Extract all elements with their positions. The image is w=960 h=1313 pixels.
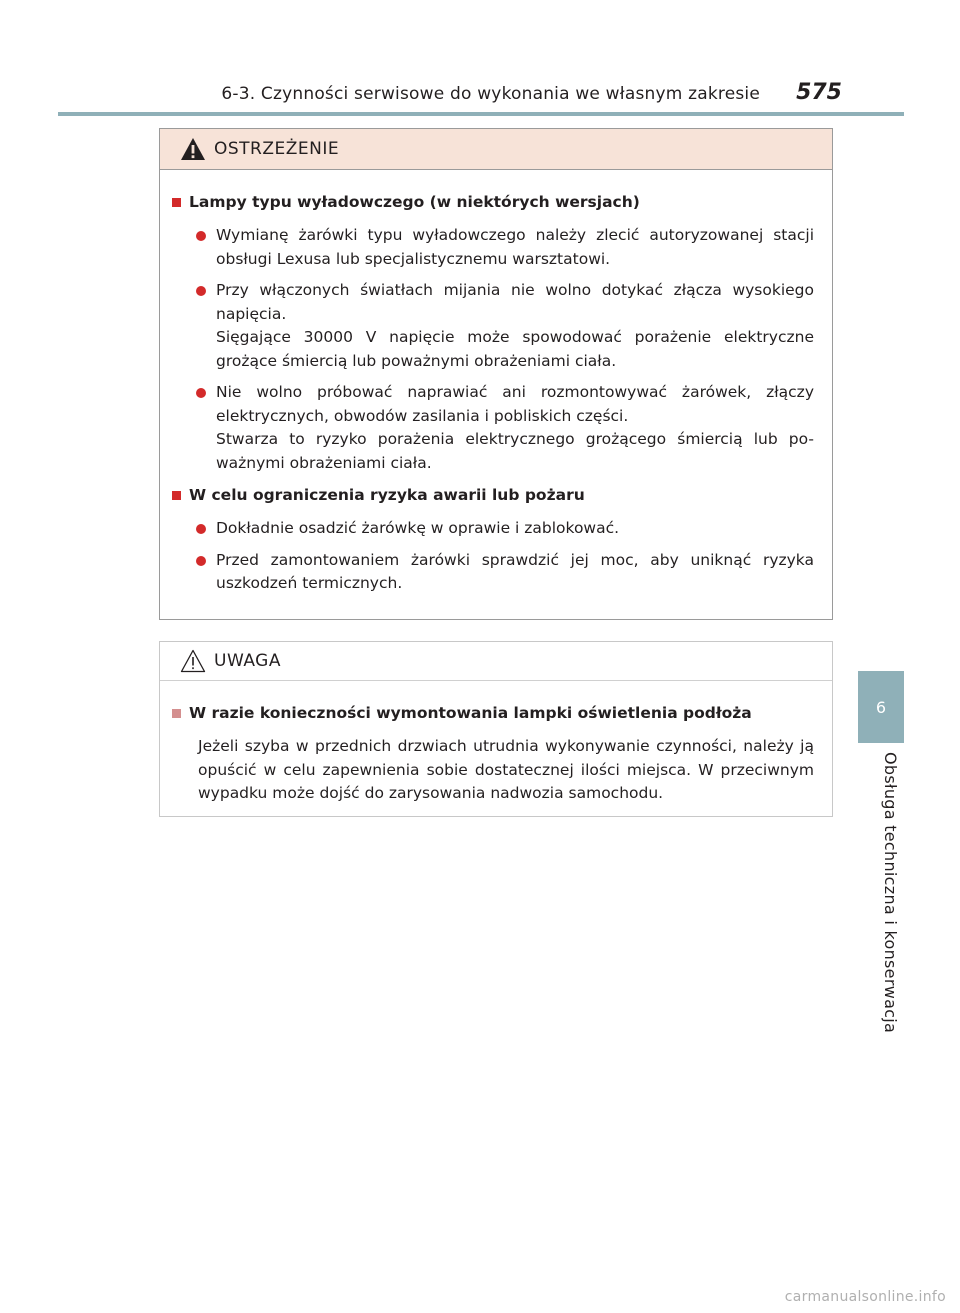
square-bullet-icon xyxy=(172,491,181,500)
list-item-line: Wymianę żarówki typu wyładowczego należy… xyxy=(216,226,814,268)
warning-section: Lampy typu wyładowczego (w niektórych we… xyxy=(172,190,814,214)
notice-box-body: W razie konieczności wymontowania lampki… xyxy=(160,681,832,806)
list-item-text: Wymianę żarówki typu wyładowczego należy… xyxy=(216,224,814,271)
notice-box: UWAGA W razie konieczności wymontowania … xyxy=(159,641,833,817)
list-item: Dokładnie osadzić żarówkę w oprawie i za… xyxy=(196,517,814,541)
list-item-line: Przed zamontowaniem żarówki sprawdzić je… xyxy=(216,550,814,593)
header-rule xyxy=(58,112,904,116)
warning-section-heading: Lampy typu wyładowczego (w niektórych we… xyxy=(189,193,640,211)
list-item-line: Sięgające 30000 V napięcie może spowodow… xyxy=(216,328,814,370)
chapter-tab: 6 xyxy=(858,671,904,743)
caution-triangle-icon xyxy=(180,649,206,673)
notice-box-title: UWAGA xyxy=(214,651,281,671)
warning-section: W celu ograniczenia ryzyka awarii lub po… xyxy=(172,483,814,507)
list-item-line: Przy włączonych światłach mijania nie wo… xyxy=(216,281,814,323)
header-section-title: 6-3. Czynności serwisowe do wykonania we… xyxy=(221,84,760,104)
square-bullet-icon xyxy=(172,709,181,718)
round-bullet-icon xyxy=(196,555,206,566)
list-item: Wymianę żarówki typu wyładowczego należy… xyxy=(196,224,814,271)
notice-box-header: UWAGA xyxy=(160,642,832,681)
list-item-text: Przed zamontowaniem żarówki sprawdzić je… xyxy=(216,549,814,596)
list-item-text: Przy włączonych światłach mijania nie wo… xyxy=(216,279,814,373)
list-item: Przed zamontowaniem żarówki sprawdzić je… xyxy=(196,549,814,596)
page-number: 575 xyxy=(796,80,842,105)
list-item: Nie wolno próbować naprawiać ani rozmont… xyxy=(196,381,814,475)
warning-box: OSTRZEŻENIE Lampy typu wyładowczego (w n… xyxy=(159,128,833,620)
square-bullet-icon xyxy=(172,198,181,207)
warning-section-heading: W celu ograniczenia ryzyka awarii lub po… xyxy=(189,486,585,504)
notice-paragraph: Jeżeli szyba w przednich drzwiach utrudn… xyxy=(198,737,814,802)
round-bullet-icon xyxy=(196,524,206,534)
list-item-text: Nie wolno próbować naprawiać ani rozmont… xyxy=(216,381,814,475)
round-bullet-icon xyxy=(196,388,206,398)
warning-triangle-icon xyxy=(181,138,205,160)
warning-box-title: OSTRZEŻENIE xyxy=(214,139,340,159)
list-item-line: Stwarza to ryzyko porażenia elektryczneg… xyxy=(216,430,814,472)
notice-section: W razie konieczności wymontowania lampki… xyxy=(172,701,814,725)
round-bullet-icon xyxy=(196,231,206,241)
list-item: Przy włączonych światłach mijania nie wo… xyxy=(196,279,814,373)
list-item-text: Dokładnie osadzić żarówkę w oprawie i za… xyxy=(216,517,814,541)
chapter-number: 6 xyxy=(875,697,887,717)
round-bullet-icon xyxy=(196,286,206,296)
list-item-line: Dokładnie osadzić żarówkę w oprawie i za… xyxy=(216,519,620,537)
warning-box-header: OSTRZEŻENIE xyxy=(160,129,832,170)
list-item-line: Nie wolno próbować naprawiać ani rozmont… xyxy=(216,383,814,425)
warning-box-body: Lampy typu wyładowczego (w niektórych we… xyxy=(160,170,832,596)
chapter-title: Obsługa techniczna i konserwacja xyxy=(881,752,900,1034)
watermark: carmanualsonline.info xyxy=(784,1289,946,1305)
notice-section-heading: W razie konieczności wymontowania lampki… xyxy=(189,704,752,722)
